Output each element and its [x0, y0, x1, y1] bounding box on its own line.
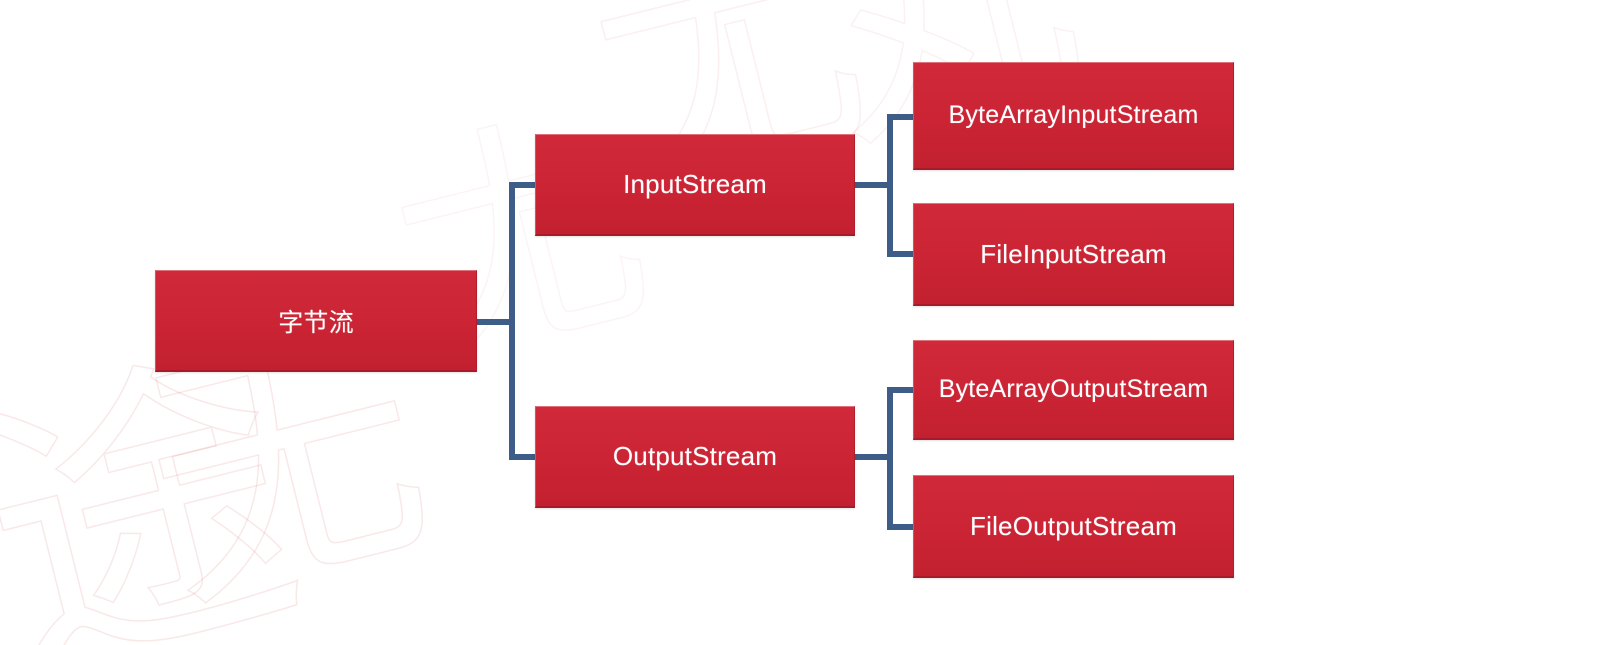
node-output-stream[interactable]: OutputStream — [535, 406, 855, 508]
node-label: ByteArrayOutputStream — [938, 375, 1209, 403]
node-byte-array-input-stream[interactable]: ByteArrayInputStream — [913, 62, 1234, 170]
node-label: 字节流 — [278, 308, 354, 337]
node-root-byte-stream[interactable]: 字节流 — [155, 270, 477, 372]
node-label: FileInputStream — [980, 238, 1167, 269]
node-byte-array-output-stream[interactable]: ByteArrayOutputStream — [913, 340, 1234, 440]
node-label: InputStream — [623, 169, 767, 199]
watermark-glyph: 途 — [0, 313, 328, 645]
node-label: FileOutputStream — [970, 510, 1177, 541]
node-input-stream[interactable]: InputStream — [535, 134, 855, 236]
node-file-output-stream[interactable]: FileOutputStream — [913, 475, 1234, 578]
node-file-input-stream[interactable]: FileInputStream — [913, 203, 1234, 306]
node-label: ByteArrayInputStream — [948, 101, 1199, 129]
node-label: OutputStream — [612, 441, 778, 471]
